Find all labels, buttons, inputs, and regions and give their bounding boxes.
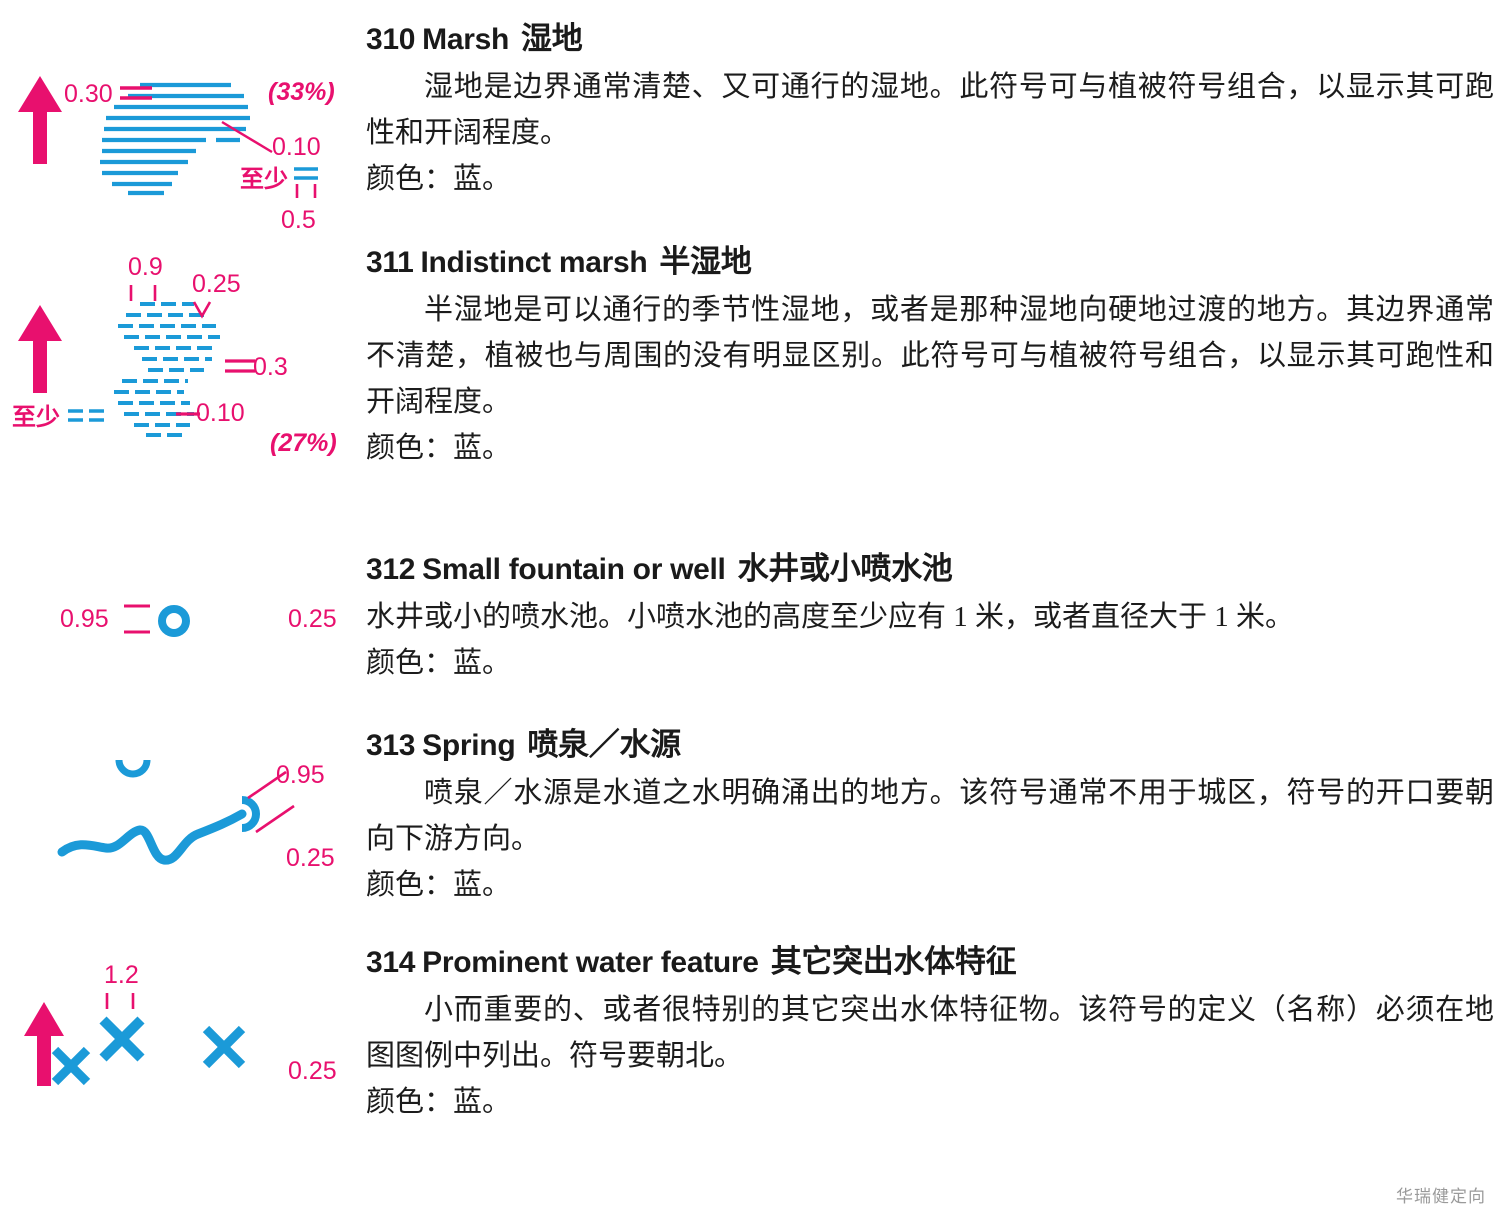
- label-line-width-312: 0.25: [288, 605, 337, 633]
- description-314: 小而重要的、或者很特别的其它突出水体特征物。该符号的定义（名称）必须在地图图例中…: [366, 993, 1494, 1072]
- label-outer-diameter-312: 0.95: [60, 605, 109, 633]
- label-minimum-311: 至少: [12, 403, 60, 431]
- heading-english-311: Indistinct marsh: [420, 246, 648, 279]
- heading-english-314: Prominent water feature: [422, 946, 759, 979]
- heading-chinese-310: 湿地: [521, 21, 583, 56]
- label-line-width-313: 0.25: [286, 844, 335, 872]
- minimum-size-indicator-311: [68, 409, 108, 422]
- line-spacing-indicator-311: [225, 359, 255, 373]
- description-312: 水井或小的喷水池。小喷水池的高度至少应有 1 米，或者直径大于 1 米。: [366, 600, 1295, 633]
- north-arrow-icon: [18, 305, 62, 393]
- label-line-spacing-311: 0.3: [253, 353, 288, 381]
- heading-number-312: 312: [366, 553, 416, 586]
- gap-length-pointer-311: [192, 301, 212, 319]
- marsh-pattern-310: [100, 82, 250, 196]
- watermark: 华瑞健定向: [1396, 1187, 1486, 1207]
- label-cross-size-314: 1.2: [104, 961, 139, 989]
- well-symbol-312: [158, 605, 190, 637]
- symbol-diagram-313: 0.95 0.25: [0, 728, 360, 923]
- heading-number-311: 311: [366, 246, 414, 279]
- entry-310: 0.30 (33%) 0.10 至少 0.5: [0, 21, 1500, 234]
- description-311: 半湿地是可以通行的季节性湿地，或者是那种湿地向硬地过渡的地方。其边界通常不清楚，…: [366, 293, 1494, 418]
- color-note-312: 颜色：蓝。: [366, 646, 512, 679]
- heading-chinese-314: 其它突出水体特征: [770, 944, 1017, 979]
- leader-line-width-310: [221, 120, 273, 154]
- spring-arc-sample-313: [115, 759, 151, 778]
- diameter-indicator-312: [124, 604, 150, 634]
- heading-number-310: 310: [366, 23, 416, 56]
- label-line-width-upper-310: 0.30: [64, 80, 113, 108]
- water-feature-cross-medium-314: [202, 1025, 246, 1069]
- label-arc-diameter-313: 0.95: [276, 761, 325, 789]
- heading-english-312: Small fountain or well: [422, 553, 726, 586]
- symbol-diagram-312: 0.95 0.25: [0, 552, 360, 717]
- color-note-310: 颜色：蓝。: [366, 162, 512, 195]
- leader-arc-diameter-313: [247, 770, 287, 800]
- label-gap-length-311: 0.25: [192, 270, 241, 298]
- heading-english-313: Spring: [422, 729, 516, 762]
- water-feature-cross-small-314: [51, 1046, 91, 1086]
- stream-with-spring-313: [57, 796, 260, 865]
- minimum-size-indicator-310: [294, 167, 318, 198]
- entry-314: 1.2 0.25 314: [0, 944, 1500, 1145]
- entry-311: 0.9 0.25 0.3 0.10 (27%): [0, 244, 1500, 515]
- heading-english-310: Marsh: [422, 23, 510, 56]
- symbol-diagram-310: 0.30 (33%) 0.10 至少 0.5: [0, 22, 360, 234]
- description-313: 喷泉／水源是水道之水明确涌出的地方。该符号通常不用于城区，符号的开口要朝向下游方…: [366, 776, 1494, 855]
- label-line-width-311: 0.10: [196, 399, 245, 427]
- water-feature-cross-large-314: [99, 1016, 145, 1062]
- heading-chinese-312: 水井或小喷水池: [737, 551, 953, 586]
- symbol-diagram-311: 0.9 0.25 0.3 0.10 (27%): [0, 245, 360, 515]
- dash-length-indicator-311: [129, 285, 157, 301]
- label-percent-coverage-310: (33%): [268, 78, 335, 106]
- indistinct-marsh-pattern-311: [114, 302, 220, 437]
- leader-line-width-313: [255, 804, 295, 834]
- north-arrow-icon: [24, 1002, 64, 1086]
- cross-size-indicator-314: [105, 993, 135, 1009]
- description-310: 湿地是边界通常清楚、又可通行的湿地。此符号可与植被符号组合，以显示其可跑性和开阔…: [366, 70, 1494, 149]
- heading-number-314: 314: [366, 946, 416, 979]
- label-dash-length-311: 0.9: [128, 253, 163, 281]
- north-arrow-icon: [18, 76, 62, 164]
- label-percent-coverage-311: (27%): [270, 429, 337, 457]
- symbol-diagram-314: 1.2 0.25: [0, 945, 360, 1145]
- label-line-width-314: 0.25: [288, 1057, 337, 1085]
- color-note-313: 颜色：蓝。: [366, 868, 512, 901]
- label-minimum-size-310: 0.5: [281, 206, 316, 234]
- label-line-width-lower-310: 0.10: [272, 133, 321, 161]
- heading-number-313: 313: [366, 729, 416, 762]
- spacing-indicator-310: [120, 86, 152, 100]
- color-note-311: 颜色：蓝。: [366, 431, 512, 464]
- heading-chinese-313: 喷泉／水源: [527, 727, 681, 762]
- label-minimum-310: 至少: [240, 165, 288, 193]
- line-width-indicator-311: [176, 412, 200, 416]
- heading-chinese-311: 半湿地: [659, 244, 752, 279]
- color-note-314: 颜色：蓝。: [366, 1085, 512, 1118]
